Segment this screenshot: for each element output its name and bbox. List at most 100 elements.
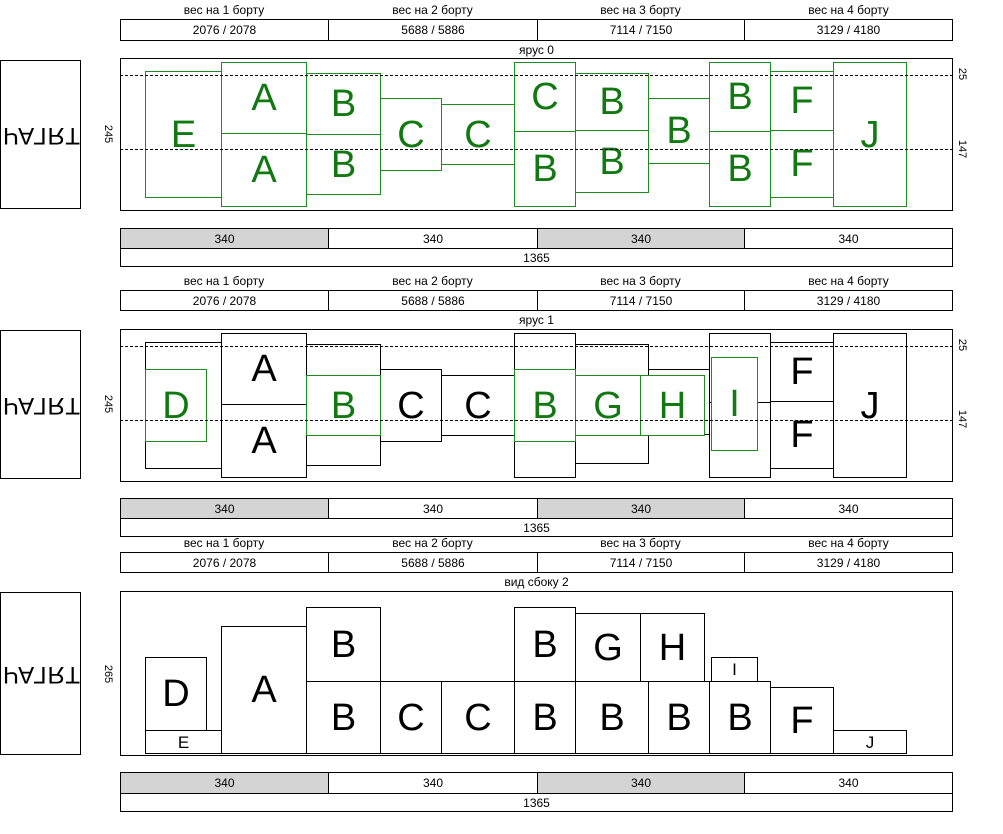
total-line [120, 536, 953, 537]
weight-cell-4: 3129 / 4180 [744, 552, 953, 573]
right-label-bottom: 147 [956, 409, 969, 429]
box-C-1: C [380, 98, 442, 171]
weight-cell-2: 5688 / 5886 [328, 19, 538, 41]
box-B-1: B [306, 681, 381, 754]
box-B-7: B [709, 62, 771, 132]
weight-header-1: вес на 1 борту [183, 274, 265, 288]
box-F-2: F [770, 130, 834, 198]
height-label: 265 [102, 664, 115, 684]
total-tick-left [120, 519, 121, 537]
total-line [120, 811, 953, 812]
height-label: 245 [102, 394, 115, 414]
weight-header-2: вес на 2 борту [392, 3, 473, 17]
dashed-line-bottom [120, 420, 953, 421]
dashed-line-bottom [120, 149, 953, 150]
panel-title: ярус 1 [519, 313, 554, 327]
weight-cell-1: 2076 / 2078 [120, 552, 329, 573]
box-B-4: B [648, 681, 710, 754]
dashed-line-top [120, 346, 953, 347]
segment-3: 340 [537, 498, 745, 519]
box-B-5: B [709, 681, 771, 754]
box-J: J [833, 730, 907, 754]
box-H: H [640, 375, 705, 436]
segment-4: 340 [744, 228, 953, 249]
weight-header-2: вес на 2 борту [392, 274, 473, 288]
box-D: D [145, 657, 207, 731]
segment-1: 340 [120, 498, 329, 519]
box-F-2: F [770, 401, 834, 469]
tractor-label: ТЯГАЧ [1, 660, 80, 688]
right-label-top: 25 [956, 338, 969, 352]
box-C-2: C [441, 104, 515, 165]
total-tick-left [120, 794, 121, 812]
box-B-upper-2: B [514, 369, 576, 442]
total-length: 1365 [523, 251, 550, 265]
total-tick-right [952, 794, 953, 812]
panel-title: вид сбоку 2 [504, 575, 569, 589]
segment-1: 340 [120, 772, 329, 794]
weight-cell-3: 7114 / 7150 [537, 19, 745, 41]
box-E: E [145, 71, 222, 198]
right-label-bottom: 147 [956, 139, 969, 159]
box-E: E [145, 730, 222, 754]
trailer-frame [120, 58, 953, 211]
box-A: A [221, 626, 307, 754]
weight-header-3: вес на 3 борту [600, 274, 681, 288]
box-B-3: B [514, 131, 576, 207]
dashed-line-top [120, 75, 953, 76]
segment-2: 340 [328, 498, 538, 519]
box-B-8: B [709, 131, 771, 207]
total-line [120, 266, 953, 267]
box-D: D [145, 369, 207, 442]
box-B-6: B [648, 98, 710, 164]
segment-4: 340 [744, 498, 953, 519]
total-length: 1365 [523, 521, 550, 535]
total-tick-right [952, 519, 953, 537]
box-C-3: C [514, 62, 576, 132]
weight-cell-4: 3129 / 4180 [744, 290, 953, 311]
weight-header-4: вес на 4 борту [808, 536, 889, 550]
weight-cell-2: 5688 / 5886 [328, 552, 538, 573]
height-label: 245 [102, 124, 115, 144]
segment-3: 340 [537, 228, 745, 249]
total-tick-right [952, 249, 953, 267]
box-A-bottom: A [221, 133, 307, 207]
box-G: G [575, 613, 641, 682]
tractor-box: ТЯГАЧ [0, 60, 81, 209]
box-G: G [575, 375, 641, 436]
box-B-3: B [575, 681, 649, 754]
total-tick-left [120, 249, 121, 267]
box-F-1: F [770, 342, 834, 402]
weight-header-2: вес на 2 борту [392, 536, 473, 550]
box-I: I [711, 657, 758, 682]
box-C-2: C [441, 681, 515, 754]
weight-header-3: вес на 3 борту [600, 536, 681, 550]
box-B-2: B [306, 134, 381, 195]
box-B-1: B [306, 73, 381, 135]
box-B-upper-1: B [306, 607, 381, 682]
weight-header-1: вес на 1 борту [183, 536, 265, 550]
segment-2: 340 [328, 772, 538, 794]
weight-cell-1: 2076 / 2078 [120, 19, 329, 41]
weight-cell-2: 5688 / 5886 [328, 290, 538, 311]
right-label-top: 25 [956, 67, 969, 81]
weight-header-1: вес на 1 борту [183, 3, 265, 17]
box-A-bottom: A [221, 404, 307, 478]
box-B-2: B [514, 681, 576, 754]
weight-header-3: вес на 3 борту [600, 3, 681, 17]
tractor-box: ТЯГАЧ [0, 592, 81, 755]
box-C-2: C [441, 375, 515, 436]
box-A-top: A [221, 62, 307, 134]
box-H: H [640, 613, 705, 682]
segment-3: 340 [537, 772, 745, 794]
box-J: J [833, 333, 907, 478]
tractor-box: ТЯГАЧ [0, 330, 81, 479]
box-B-upper-1: B [306, 375, 381, 436]
weight-cell-3: 7114 / 7150 [537, 552, 745, 573]
weight-cell-4: 3129 / 4180 [744, 19, 953, 41]
box-B-4: B [575, 73, 649, 131]
tractor-label: ТЯГАЧ [1, 391, 80, 419]
box-C-1: C [380, 681, 442, 754]
box-B-5: B [575, 130, 649, 193]
